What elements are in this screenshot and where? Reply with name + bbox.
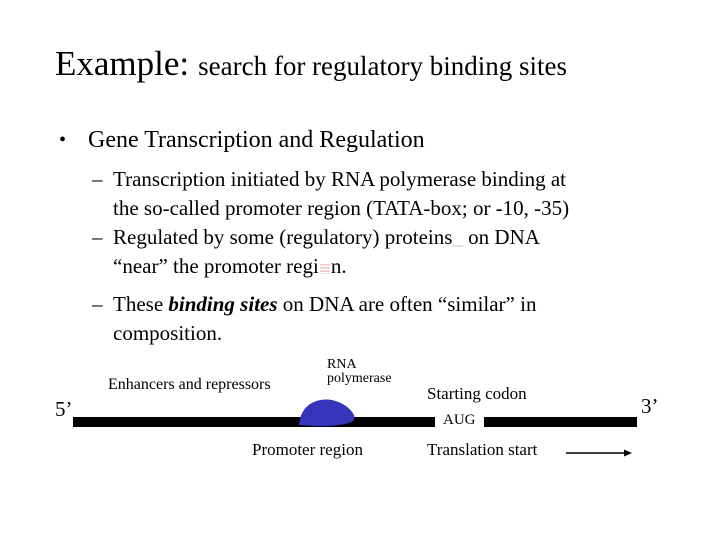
sub-bullet-line: These binding sites on DNA are often “si… [113, 290, 536, 319]
bullet-marker: • [59, 129, 67, 151]
line-text: n. [330, 254, 347, 278]
five-prime-label: 5’ [55, 397, 73, 421]
translation-start-label: Translation start [427, 440, 538, 459]
aug-codon-label: AUG [443, 412, 476, 428]
rna-polymerase-label: RNA polymerase [327, 358, 392, 386]
sub-bullet-line: Transcription initiated by RNA polymeras… [113, 167, 567, 191]
bullet-text: Gene Transcription and Regulation [88, 127, 425, 153]
promoter-region-label: Promoter region [252, 440, 363, 459]
three-prime-label: 3’ [641, 394, 659, 418]
binding-sites-emphasis: binding sites [168, 292, 278, 316]
enhancers-repressors-label: Enhancers and repressors [108, 376, 271, 393]
dash-marker: – [92, 292, 103, 316]
rna-polymerase-label-line1: RNA [327, 357, 357, 372]
page-title: Example: search for regulatory binding s… [55, 43, 567, 85]
title-suffix: search for regulatory binding sites [198, 51, 568, 81]
title-prefix: Example: [55, 44, 190, 83]
sub-bullet-line: composition. [113, 321, 223, 345]
dash-marker: – [92, 167, 103, 191]
line-text: Regulated by some (regulatory) proteins [113, 225, 453, 249]
faint-underscore-artifact: _ [452, 225, 463, 249]
dash-marker: – [92, 225, 103, 249]
sub-bullet-line: the so-called promoter region (TATA-box;… [113, 196, 570, 220]
sub-bullet-binding-sites: – These binding sites on DNA are often “… [92, 290, 536, 348]
starting-codon-label: Starting codon [427, 384, 527, 403]
rna-polymerase-label-line2: polymerase [327, 371, 392, 386]
line-text: on DNA [462, 225, 540, 249]
line-text: These [113, 292, 169, 316]
bullet-gene-transcription: • Gene Transcription and Regulation [59, 125, 425, 155]
sub-bullet-lines: Transcription initiated by RNA polymeras… [113, 165, 569, 223]
sub-bullet-lines: Regulated by some (regulatory) proteins_… [113, 223, 540, 281]
translation-direction-arrow-icon [566, 449, 632, 457]
line-text: “near” the promoter regi [113, 254, 319, 278]
line-text: on DNA are often “similar” in [277, 292, 537, 316]
dna-strand-right-segment [484, 417, 637, 427]
sub-bullet-regulated: – Regulated by some (regulatory) protein… [92, 223, 540, 281]
sub-bullet-transcription: – Transcription initiated by RNA polymer… [92, 165, 569, 223]
dna-strand-left-segment [73, 417, 435, 427]
sub-bullet-lines: These binding sites on DNA are often “si… [113, 290, 536, 348]
sub-bullet-line: Regulated by some (regulatory) proteins_… [113, 223, 540, 252]
sub-bullet-line: “near” the promoter regi n. [113, 252, 540, 281]
pink-smudge-artifact [319, 264, 330, 274]
rna-polymerase-blob-icon [299, 399, 355, 427]
